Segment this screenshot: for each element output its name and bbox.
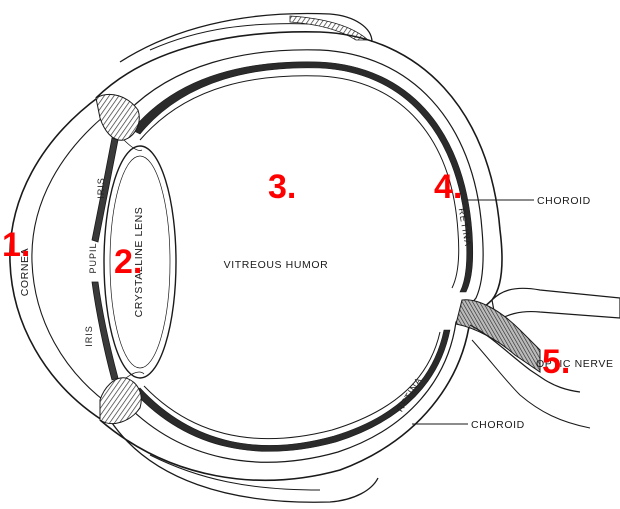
- ciliary-body-upper: [96, 94, 139, 140]
- vitreous-humor-label: VITREOUS HUMOR: [224, 259, 329, 271]
- retina-line: [140, 76, 459, 288]
- choroid-upper-label: CHOROID: [537, 195, 591, 207]
- ciliary-body-lower: [100, 378, 141, 424]
- iris-lower-label: IRIS: [84, 325, 94, 347]
- choroid-band-lower: [134, 330, 450, 451]
- optic-nerve-sheath: [492, 288, 620, 322]
- retina-upper-label: RETINA: [457, 207, 474, 247]
- marker-4: 4.: [434, 170, 462, 204]
- upper-lid-inner: [150, 24, 310, 50]
- iris-upper-label: IRIS: [96, 177, 106, 199]
- marker-1: 1.: [2, 228, 30, 262]
- pupil-label: PUPIL: [88, 242, 98, 273]
- choroid-lower-label: CHOROID: [471, 419, 525, 431]
- marker-2: 2.: [114, 245, 142, 279]
- marker-3: 3.: [268, 170, 296, 204]
- choroid-band: [132, 62, 473, 292]
- retina-lower-label: RETINA: [395, 375, 424, 413]
- marker-5: 5.: [542, 345, 570, 379]
- optic-nerve-body: [456, 300, 540, 372]
